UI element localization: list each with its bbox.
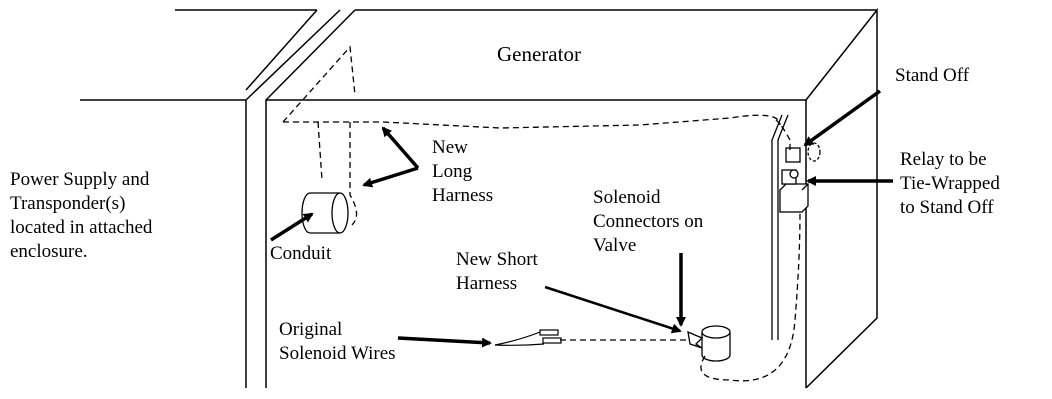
arrow-stand-off [803, 89, 882, 147]
label-new-long-harness-line-1: New [432, 137, 468, 158]
label-new-long-harness: New Long Harness [432, 136, 493, 208]
arrow-original-wires [397, 336, 492, 348]
label-solenoid-connectors-line-3: Valve [593, 235, 637, 256]
solenoid-valve [687, 325, 731, 362]
label-power-supply-line-3: located in attached [10, 217, 153, 238]
label-new-long-harness-line-2: Long [432, 161, 473, 182]
generator-left-bevel [245, 9, 341, 101]
label-power-supply-line-1: Power Supply and [10, 169, 150, 190]
harness-to-relay [700, 211, 801, 382]
label-solenoid-connectors: Solenoid Connectors on Valve [593, 186, 703, 258]
label-solenoid-connectors-line-1: Solenoid [593, 187, 661, 208]
generator-top-left-edge [265, 9, 356, 101]
label-solenoid-connectors-line-2: Connectors on [593, 211, 704, 232]
label-new-short-harness: New Short Harness [456, 248, 538, 296]
label-new-short-harness-line-2: Harness [456, 273, 518, 294]
long-harness-top-run [283, 114, 781, 129]
label-relay-line-3: to Stand Off [900, 197, 994, 218]
label-original-wires: Original Solenoid Wires [279, 318, 396, 366]
arrow-short-harness [544, 285, 682, 334]
callout-arrows [270, 89, 893, 348]
label-power-supply: Power Supply and Transponder(s) located … [10, 168, 152, 264]
label-relay-line-2: Tie-Wrapped [900, 173, 1000, 194]
enclosure-roof-edge [245, 9, 318, 91]
generator-front-face [265, 99, 807, 388]
long-harness-up-run [282, 45, 356, 123]
label-original-wires-line-1: Original [279, 319, 343, 340]
label-relay-line-1: Relay to be [900, 149, 987, 170]
label-new-long-harness-line-3: Harness [432, 185, 494, 206]
label-conduit-line-1: Conduit [270, 243, 332, 264]
arrow-long-harness-a [381, 126, 420, 170]
label-original-wires-line-2: Solenoid Wires [279, 343, 396, 364]
harness-paths [282, 45, 801, 382]
original-wire-plug [494, 329, 562, 346]
label-power-supply-line-4: enclosure. [10, 241, 88, 262]
long-harness-drop-b [349, 122, 358, 226]
conduit [301, 192, 349, 234]
arrow-long-harness-b [362, 166, 419, 188]
label-conduit: Conduit [270, 242, 331, 266]
label-relay: Relay to be Tie-Wrapped to Stand Off [900, 148, 1000, 220]
label-stand-off-line-1: Stand Off [895, 65, 970, 86]
generator-title: Generator [497, 42, 581, 66]
stand-off-wire [775, 119, 791, 150]
label-new-short-harness-line-1: New Short [456, 249, 538, 270]
long-harness-drop-a [317, 121, 323, 181]
relay [779, 169, 809, 213]
arrow-conduit [270, 212, 314, 242]
attached-enclosure [80, 9, 318, 101]
generator-right-side [805, 7, 878, 389]
label-stand-off: Stand Off [895, 64, 969, 88]
label-power-supply-line-2: Transponder(s) [10, 193, 126, 214]
generator-box [245, 7, 878, 389]
